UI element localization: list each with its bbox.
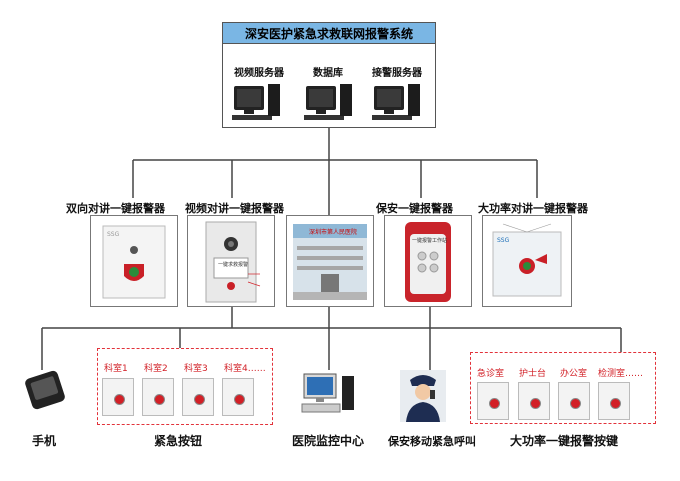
alarm-button-icon [194,394,205,405]
device-brand: SSG [107,231,120,238]
server-label-alarm: 接警服务器 [372,68,422,79]
computer-icon [232,84,280,120]
high-power-panel-icon: SSG [492,223,562,297]
alarm-button-icon [530,398,541,409]
phone-label: 手机 [32,434,57,448]
high-power-key-4 [598,382,630,420]
device-label-security: 保安一键报警器 [376,202,453,215]
high-power-key-3 [558,382,590,420]
emergency-button-4 [222,378,254,416]
video-intercom-screen-text: 一键求救报警 [218,261,248,268]
high-power-key-2 [518,382,550,420]
alarm-button-icon [489,398,500,409]
device-two-way-intercom: SSG [90,215,178,307]
alarm-button-icon [114,394,125,405]
monitor-center-label: 医院监控中心 [292,434,365,448]
hospital-building-icon: 深圳市第人民医院 [293,224,367,300]
guard-call-label: 保安移动紧急呼叫 [388,435,476,448]
room-label-4: 科室4…… [224,364,266,374]
room-label-2: 科室2 [144,364,168,374]
device-video-intercom: 一键求救报警 [187,215,275,307]
computer-icon [304,84,352,120]
alarm-button-icon [610,398,621,409]
alarm-button-icon [570,398,581,409]
device-hospital-building: 深圳市第人民医院 [286,215,374,307]
mobile-phone-icon [25,370,65,410]
room-label-emergency: 急诊室 [477,369,505,379]
system-title: 深安医护紧急求救联网报警系统 [222,22,436,44]
device-label-two-way: 双向对讲一键报警器 [66,202,165,215]
high-power-brand: SSG [497,237,510,244]
server-computers-icon [232,84,420,120]
room-label-3: 科室3 [184,364,208,374]
security-guard-icon [400,370,446,422]
high-power-keys-label: 大功率一键报警按键 [510,434,619,448]
emergency-button-3 [182,378,214,416]
device-security-alarm: 一键报警工作站 [384,215,472,307]
computer-icon [372,84,420,120]
room-label-nurse: 护士台 [519,369,547,379]
monitor-computer-icon [301,373,354,413]
alarm-button-icon [234,394,245,405]
hospital-sign-text: 深圳市第人民医院 [309,228,357,236]
video-intercom-panel-icon: 一键求救报警 [205,221,261,303]
room-label-test: 检测室…… [598,369,644,379]
intercom-panel-icon: SSG [102,225,166,299]
emergency-buttons-label: 紧急按钮 [154,434,203,448]
alarm-button-icon [154,394,165,405]
room-label-1: 科室1 [104,364,128,374]
emergency-button-2 [142,378,174,416]
security-alarm-panel-icon: 一键报警工作站 [405,222,451,302]
high-power-keys-group [470,352,656,424]
device-high-power-intercom: SSG [482,215,572,307]
server-label-video: 视频服务器 [234,68,284,79]
emergency-button-1 [102,378,134,416]
room-label-office: 办公室 [560,369,588,379]
emergency-buttons-group [97,348,273,425]
device-label-high-power: 大功率对讲一键报警器 [478,202,588,215]
high-power-key-1 [477,382,509,420]
device-label-video: 视频对讲一键报警器 [185,202,284,215]
server-label-database: 数据库 [313,68,343,79]
security-alarm-screen-text: 一键报警工作站 [412,237,447,244]
